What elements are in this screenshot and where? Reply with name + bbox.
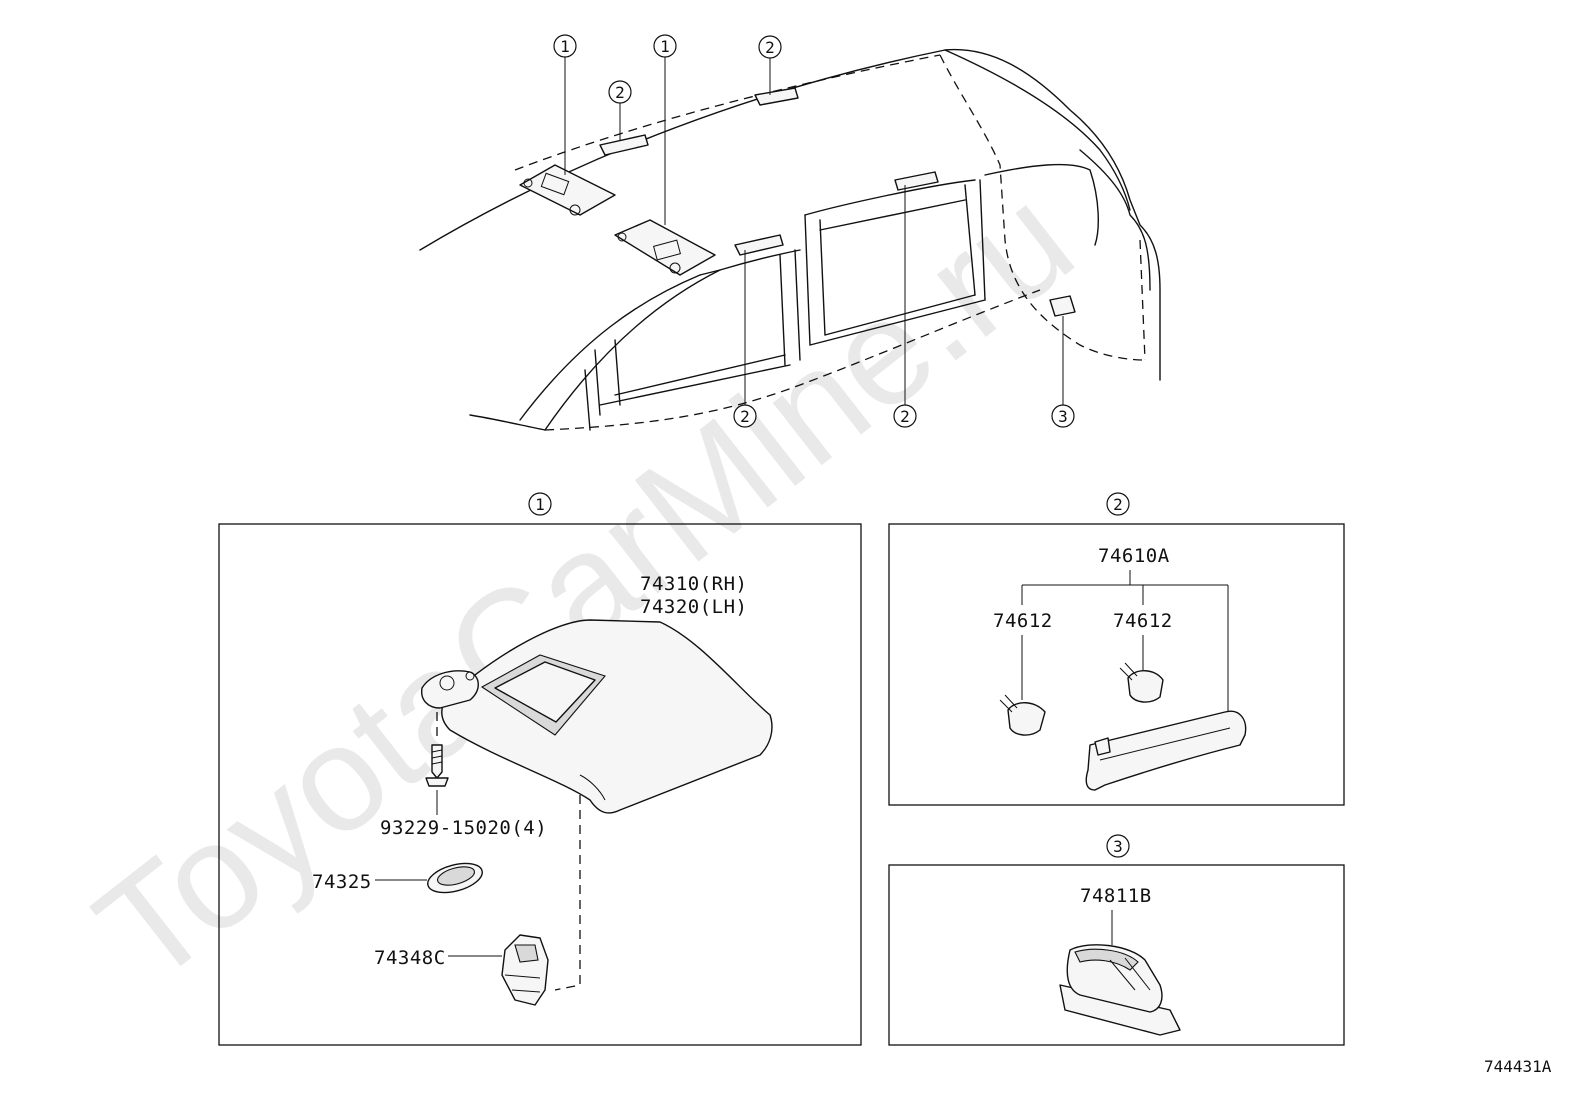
section-box-2: [888, 523, 1345, 806]
part-number-74320: 74320(LH): [640, 596, 747, 618]
overview-grip-3: [734, 234, 784, 256]
sun-visor-part: [421, 619, 773, 814]
section-label-1: 1: [528, 492, 552, 516]
callout-1b: 1: [653, 34, 677, 58]
svg-text:2: 2: [900, 407, 910, 426]
svg-text:2: 2: [765, 38, 775, 57]
callout-1a: 1: [553, 34, 577, 58]
section-sun-visor: 1 74310(RH) 74320(LH) 93229-15020(4): [218, 492, 862, 1046]
overview-grip-4: [894, 171, 939, 191]
grip-cover-left: [999, 694, 1046, 736]
vehicle-overview: [419, 48, 1161, 431]
svg-text:2: 2: [1113, 495, 1123, 514]
diagram-id: 744431A: [1484, 1057, 1552, 1076]
part-number-74310: 74310(RH): [640, 573, 747, 595]
svg-text:ToyotaCarMine.ru: ToyotaCarMine.ru: [66, 154, 1102, 1015]
coat-hook-part: [1059, 944, 1181, 1036]
grip-cover-right: [1119, 662, 1164, 703]
svg-text:1: 1: [535, 495, 545, 514]
callout-3a: 3: [1051, 404, 1075, 428]
overview-grip-1: [599, 134, 649, 156]
screw-part: [425, 712, 449, 815]
callout-2b: 2: [758, 35, 782, 59]
part-number-74325: 74325: [312, 871, 372, 893]
section-coat-hook: 3 74811B: [888, 834, 1345, 1046]
holder-part: [448, 795, 581, 1006]
part-number-74348C: 74348C: [374, 947, 446, 969]
part-number-74612-right: 74612: [1113, 610, 1173, 632]
overview-sun-visor-right: [614, 219, 716, 276]
svg-text:1: 1: [660, 37, 670, 56]
section-assist-grip: 2 74610A 74612 74612: [888, 492, 1345, 806]
svg-text:3: 3: [1113, 837, 1123, 856]
cover-part: [375, 862, 483, 894]
svg-text:2: 2: [615, 83, 625, 102]
overview-grip-2: [754, 87, 799, 106]
section-box-3: [888, 864, 1345, 1046]
part-number-74811B: 74811B: [1080, 885, 1152, 907]
watermark: ToyotaCarMine.ru: [66, 154, 1102, 1015]
callout-2d: 2: [893, 404, 917, 428]
svg-text:3: 3: [1058, 407, 1068, 426]
callout-2a: 2: [608, 80, 632, 104]
part-number-93229-15020: 93229-15020(4): [380, 817, 547, 839]
overview-coat-hook: [1049, 295, 1076, 317]
overview-sun-visor-left: [519, 164, 616, 216]
svg-text:2: 2: [740, 407, 750, 426]
svg-text:1: 1: [560, 37, 570, 56]
section-label-2: 2: [1106, 492, 1130, 516]
section-label-3: 3: [1106, 834, 1130, 858]
callout-2c: 2: [733, 404, 757, 428]
part-number-74612-left: 74612: [993, 610, 1053, 632]
part-number-74610A: 74610A: [1098, 545, 1170, 567]
section-box-1: [218, 523, 862, 1046]
assist-grip-handle: [1085, 710, 1247, 791]
